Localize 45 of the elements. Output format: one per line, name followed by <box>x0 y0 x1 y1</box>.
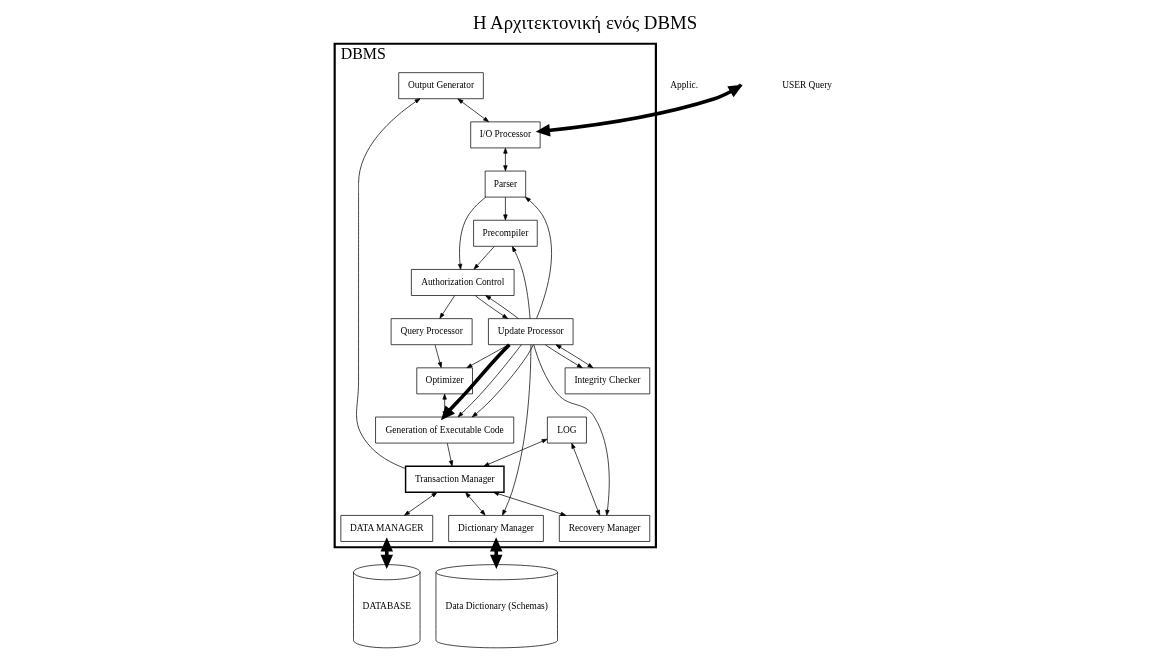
arrow <box>525 196 552 319</box>
arrow <box>457 98 489 123</box>
arrow <box>571 442 601 516</box>
arrow <box>503 197 508 221</box>
arrow <box>380 537 393 570</box>
arrow <box>493 491 567 516</box>
node-box: DATA MANAGER <box>340 515 434 542</box>
arrow <box>533 344 610 516</box>
arrow <box>474 295 509 319</box>
label: Applic. <box>670 80 699 91</box>
label: USER Query <box>782 80 833 91</box>
arrow <box>404 492 438 516</box>
node-box: Integrity Checker <box>564 367 651 395</box>
node-box: Recovery Manager <box>558 515 651 542</box>
node-box: Update Processor <box>488 318 574 346</box>
node-box: Dictionary Manager <box>448 515 544 542</box>
arrow <box>512 246 531 319</box>
node-box: Precompiler <box>473 219 538 247</box>
node-box: Output Generator <box>398 72 484 100</box>
node-box: Generation of Executable Code <box>375 416 515 444</box>
arrow <box>471 344 534 418</box>
arrow <box>440 343 511 421</box>
arrow <box>555 344 594 369</box>
node-box: I/O Processor <box>470 121 541 149</box>
arrow <box>473 246 495 270</box>
arrow <box>457 344 522 418</box>
arrow <box>439 295 455 319</box>
arrow <box>489 537 503 570</box>
arrow <box>465 492 486 516</box>
node-box: Query Processor <box>390 318 473 346</box>
arrow <box>483 438 548 467</box>
node-box: Transaction Manager <box>404 465 505 493</box>
diagram-title: Η Αρχιτεκτονική ενός DBMS <box>472 12 698 34</box>
node-box: LOG <box>547 416 587 444</box>
arrow <box>503 147 508 172</box>
arrow <box>457 196 487 270</box>
arrow <box>434 344 442 368</box>
arrow <box>485 295 519 319</box>
arrow <box>356 98 421 469</box>
node-box: Parser <box>484 170 527 198</box>
node-box: Authorization Control <box>411 269 515 296</box>
arrow <box>502 344 532 516</box>
arrow <box>545 344 583 369</box>
node-box: Optimizer <box>416 367 473 395</box>
arrow <box>446 442 454 467</box>
